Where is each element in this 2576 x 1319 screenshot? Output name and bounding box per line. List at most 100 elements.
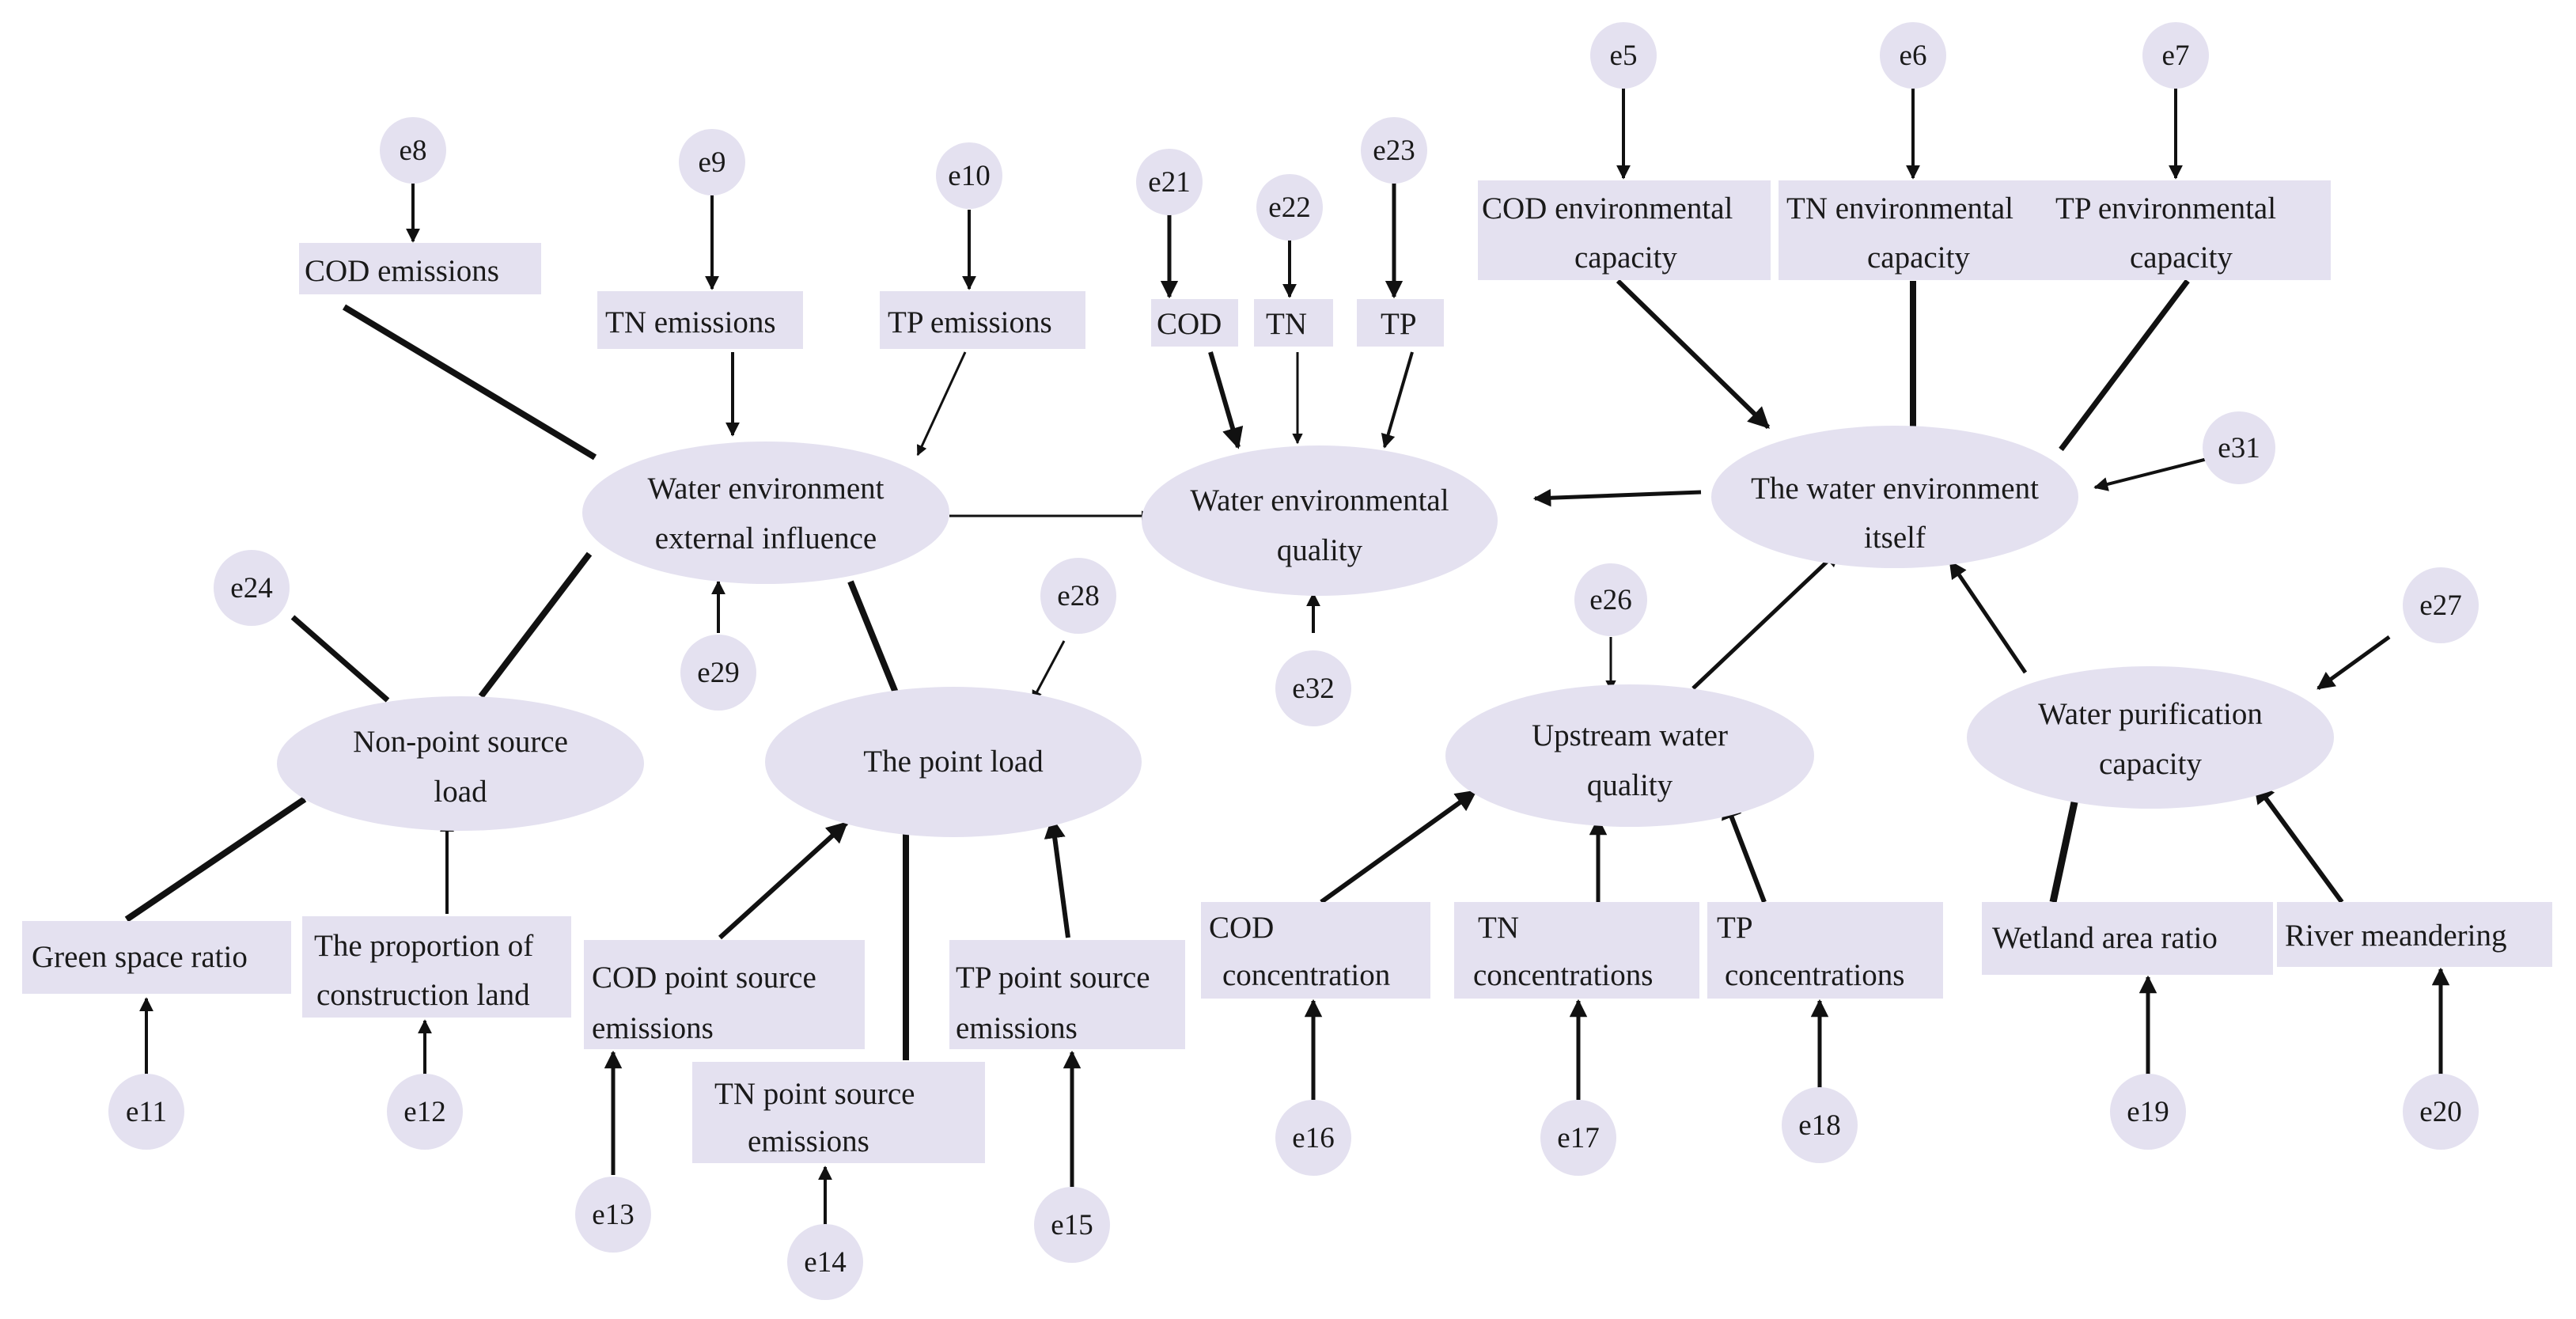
observed-variables: COD emissions TN emissions TP emissions … [22, 180, 2552, 1163]
box-cod-emissions: COD emissions [299, 243, 541, 294]
svg-text:emissions: emissions [592, 1011, 714, 1045]
svg-text:COD: COD [1157, 307, 1222, 341]
svg-text:e11: e11 [126, 1096, 167, 1128]
box-wetland-area-ratio: Wetland area ratio [1982, 902, 2273, 975]
arrow-e28-point [1031, 640, 1066, 702]
svg-text:external influence: external influence [655, 521, 877, 555]
svg-text:capacity: capacity [1574, 241, 1677, 275]
svg-text:Water purification: Water purification [2038, 697, 2263, 731]
svg-text:TN: TN [1478, 911, 1519, 945]
arrow-e27-purification [2317, 635, 2391, 691]
error-e6: e6 [1880, 22, 1946, 89]
svg-text:e6: e6 [1900, 40, 1927, 72]
svg-text:capacity: capacity [1867, 241, 1970, 275]
box-cod-env-capacity: COD environmental capacity [1478, 180, 1771, 280]
svg-text:TN environmental: TN environmental [1786, 191, 2013, 226]
svg-text:COD environmental: COD environmental [1482, 191, 1733, 226]
svg-text:e20: e20 [2419, 1096, 2461, 1128]
svg-text:Upstream water: Upstream water [1532, 718, 1728, 752]
box-tn-point-source: TN point source emissions [692, 1062, 985, 1163]
error-e27: e27 [2403, 567, 2479, 643]
box-tn-env-capacity: TN environmental capacity [1779, 180, 2055, 280]
svg-text:TP emissions: TP emissions [888, 305, 1052, 339]
svg-text:e31: e31 [2218, 432, 2260, 464]
error-e24: e24 [214, 550, 290, 626]
arrow-tpconc-upstream [1722, 797, 1767, 904]
svg-text:TP: TP [1717, 911, 1753, 945]
arrow-point-external [847, 580, 905, 710]
svg-text:emissions: emissions [956, 1011, 1078, 1045]
svg-text:e29: e29 [697, 657, 739, 689]
box-cod-concentration: COD concentration [1201, 902, 1430, 999]
error-e14: e14 [787, 1224, 863, 1300]
svg-text:e18: e18 [1798, 1109, 1840, 1142]
svg-text:TN point source: TN point source [714, 1077, 915, 1111]
svg-text:TP point source: TP point source [956, 961, 1150, 995]
svg-text:e21: e21 [1148, 166, 1190, 199]
arrow-tp-emissions-external [916, 351, 967, 457]
svg-text:The point load: The point load [863, 745, 1044, 779]
svg-text:e19: e19 [2127, 1096, 2169, 1128]
svg-text:Non-point source: Non-point source [353, 725, 568, 759]
box-construction-land: The proportion of construction land [302, 916, 571, 1018]
svg-text:The proportion of: The proportion of [314, 929, 533, 963]
box-tp-point-source: TP point source emissions [949, 940, 1185, 1049]
error-e29: e29 [680, 635, 756, 711]
svg-text:The water environment: The water environment [1751, 472, 2039, 506]
svg-text:capacity: capacity [2130, 241, 2233, 275]
svg-text:capacity: capacity [2099, 747, 2202, 781]
error-e10: e10 [936, 142, 1002, 209]
arrow-cod-emissions-external [342, 304, 597, 461]
svg-text:concentration: concentration [1222, 958, 1390, 992]
arrow-purification-itself [1948, 560, 2028, 674]
error-e28: e28 [1040, 558, 1116, 634]
latent-point-load: The point load [765, 687, 1142, 837]
box-tn: TN [1254, 299, 1333, 347]
box-river-meandering: River meandering [2277, 902, 2552, 967]
error-e12: e12 [387, 1074, 463, 1150]
error-e5: e5 [1590, 22, 1657, 89]
svg-text:e5: e5 [1610, 40, 1638, 72]
svg-text:e26: e26 [1589, 584, 1631, 616]
arrow-tp-cap-itself [2059, 279, 2190, 452]
error-e26: e26 [1574, 563, 1647, 636]
error-e7: e7 [2142, 22, 2209, 89]
arrow-e24-nonpoint [290, 615, 390, 703]
svg-text:TP environmental: TP environmental [2055, 191, 2276, 226]
arrow-meandering-purification [2252, 781, 2344, 904]
arrow-e31-itself [2093, 457, 2208, 491]
svg-text:River meandering: River meandering [2285, 919, 2506, 953]
svg-text:e12: e12 [403, 1096, 445, 1128]
svg-text:e7: e7 [2162, 40, 2190, 72]
arrow-codps-point [718, 821, 849, 940]
svg-text:TP: TP [1381, 307, 1417, 341]
svg-text:e16: e16 [1292, 1122, 1334, 1154]
svg-text:TN emissions: TN emissions [605, 305, 776, 339]
box-tp-concentrations: TP concentrations [1707, 902, 1943, 999]
paths [124, 83, 2450, 1225]
error-e19: e19 [2110, 1074, 2186, 1150]
svg-text:construction land: construction land [316, 978, 530, 1012]
svg-text:Green space ratio: Green space ratio [32, 940, 248, 974]
arrow-nonpoint-external [478, 551, 593, 699]
arrow-cod-quality [1208, 351, 1244, 449]
svg-text:concentrations: concentrations [1473, 958, 1653, 992]
latent-non-point-load: Non-point source load [277, 696, 644, 831]
latent-purification-capacity: Water purification capacity [1967, 666, 2334, 809]
error-terms: e5 e6 e7 e8 e9 e10 e21 e22 e23 e24 e29 e… [108, 22, 2479, 1300]
latent-env-quality: Water environmental quality [1142, 445, 1498, 596]
svg-text:e13: e13 [592, 1199, 634, 1231]
svg-text:emissions: emissions [748, 1124, 869, 1158]
svg-text:e17: e17 [1557, 1122, 1599, 1154]
arrow-wetland-purification [2049, 790, 2081, 903]
error-e15: e15 [1034, 1187, 1110, 1263]
svg-text:e9: e9 [699, 146, 726, 179]
svg-text:COD emissions: COD emissions [305, 254, 499, 288]
arrow-tp-quality [1381, 351, 1414, 449]
svg-text:quality: quality [1277, 533, 1363, 567]
svg-text:TN: TN [1266, 307, 1307, 341]
latent-external-influence: Water environment external influence [582, 442, 949, 584]
error-e20: e20 [2403, 1074, 2479, 1150]
svg-text:e32: e32 [1292, 673, 1334, 705]
